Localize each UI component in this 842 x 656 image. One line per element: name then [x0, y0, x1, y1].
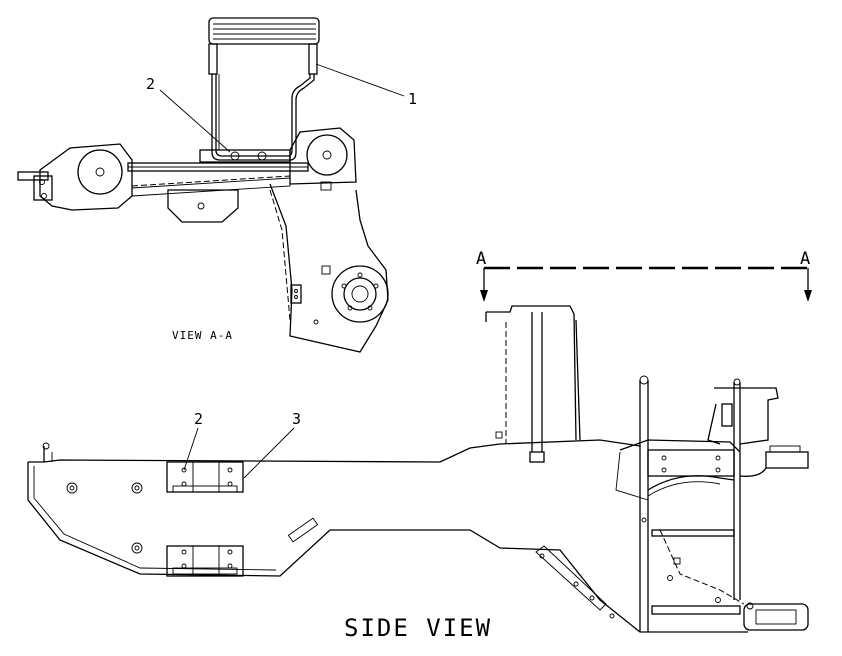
view-aa-title: VIEW A-A: [172, 329, 233, 342]
leader-line-3: [243, 427, 295, 479]
leader-line-1: [315, 63, 405, 97]
section-label-a-right: A: [800, 249, 810, 269]
side-view-drawing: [27, 305, 809, 633]
callout-2-side: 2: [194, 410, 203, 428]
leader-line-2-side: [183, 427, 199, 471]
side-view-title: SIDE VIEW: [344, 614, 492, 642]
section-line-aa: [480, 266, 812, 302]
step-ladder-part: [208, 17, 320, 161]
callout-3: 3: [292, 410, 301, 428]
view-aa-drawing: [17, 17, 405, 353]
callout-1: 1: [408, 90, 417, 108]
section-label-a-left: A: [476, 249, 486, 269]
callout-2-top: 2: [146, 75, 155, 93]
leader-line-2-top: [159, 89, 231, 153]
